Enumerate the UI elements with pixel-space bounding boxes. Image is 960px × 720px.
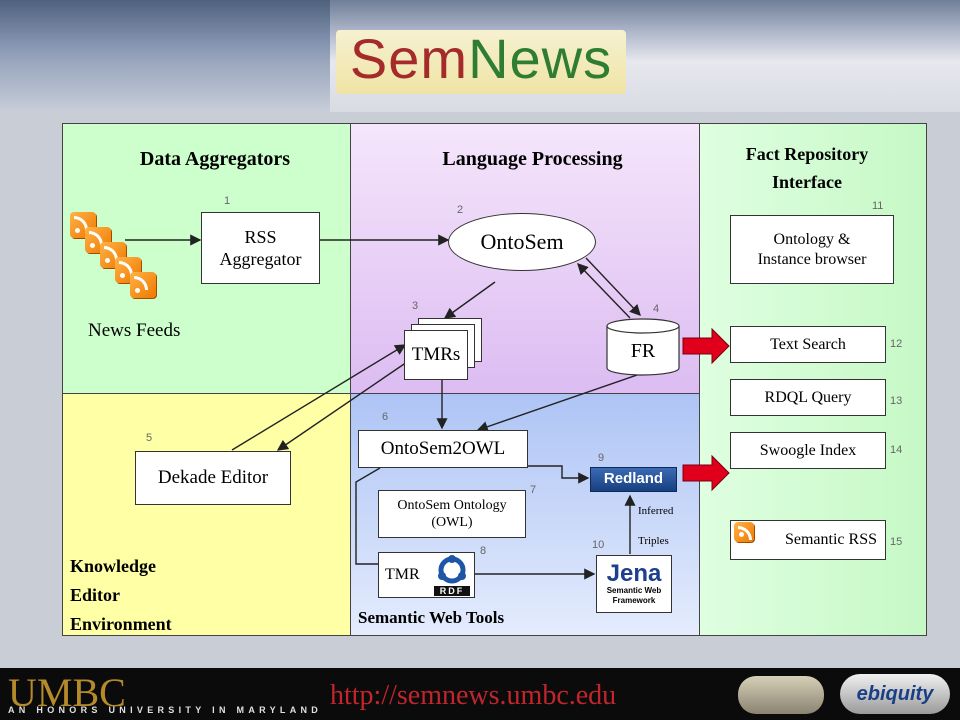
ontology-browser-line2: Instance browser [757,250,867,268]
umbc-tagline: AN HONORS UNIVERSITY IN MARYLAND [8,705,323,715]
heading-semantic-web-tools: Semantic Web Tools [358,608,505,627]
dekade-editor-box: Dekade Editor [135,451,291,505]
jena-title: Jena [606,560,662,587]
node-number-7: 7 [530,484,537,496]
node-number-4: 4 [653,303,660,315]
node-number-8: 8 [480,545,487,557]
inferred-triples-line2: Triples [638,535,669,547]
node-number-11: 11 [872,200,884,212]
logo-news: News [468,27,613,90]
partner-logo-left [738,676,824,714]
rss-feed-icon-5 [130,272,156,298]
heading-fact-repository: Fact Repository Interface [700,140,914,196]
logo-sem: Sem [349,27,469,90]
node-number-13: 13 [890,395,903,407]
ontology-instance-browser-box: Ontology & Instance browser [730,215,894,284]
jena-box: Jena Semantic Web Framework [596,555,672,613]
rdf-logo-icon: RDF [430,553,474,597]
tmrs-document: TMRs [404,330,468,380]
semnews-url: http://semnews.umbc.edu [330,680,617,711]
heading-data-aggregators: Data Aggregators [139,148,291,170]
rdf-badge-text: RDF [439,586,465,596]
news-feeds-label: News Feeds [88,320,181,341]
ontosem-to-fr-arrow [585,257,641,317]
node-number-2: 2 [457,204,464,216]
jena-line2: Framework [612,596,656,605]
redland-box: Redland [590,467,677,492]
ontosem2owl-box: OntoSem2OWL [358,430,528,468]
semantic-rss-icon [734,522,754,542]
redland-to-swoogle-arrow [682,454,730,492]
heading-fact-repository-line1: Fact Repository [745,144,869,164]
semnews-logo-background [336,30,626,94]
node-number-14: 14 [890,444,903,456]
rdql-query-box: RDQL Query [730,379,886,416]
fr-cylinder-shape [606,318,680,376]
node-number-1: 1 [224,195,231,207]
ebiquity-logo: ebiquity [840,674,950,714]
text-search-box: Text Search [730,326,886,363]
heading-knowledge-editor-line3: Environment [70,614,172,634]
semantic-rss-label: Semantic RSS [784,531,877,548]
heading-knowledge-editor: Knowledge Editor Environment [70,552,172,639]
rss-aggregator-line1: RSS [244,226,277,247]
heading-language-processing: Language Processing [442,148,623,170]
ontosem-ellipse: OntoSem [448,213,596,271]
dekade-to-tmrs-arrow [231,344,407,451]
heading-knowledge-editor-line1: Knowledge [70,556,157,576]
fr-to-text-search-arrow [682,327,730,365]
fr-to-ontosem2owl-arrow [476,373,641,433]
ontosem-ontology-line1: OntoSem Ontology [397,497,507,513]
tmrs-to-dekade-arrow [276,359,411,451]
fr-label: FR [630,340,656,362]
umbc-logo: UMBC [8,670,126,715]
jena-line1: Semantic Web [606,586,662,595]
ontosem-ontology-box: OntoSem Ontology (OWL) [378,490,526,538]
ontosem-ontology-line2: (OWL) [431,515,473,530]
fr-to-ontosem-arrow [577,262,631,319]
fr-database: FR [606,318,680,376]
swoogle-index-box: Swoogle Index [730,432,886,469]
heading-knowledge-editor-line2: Editor [70,585,121,605]
ontosem2owl-to-redland-arrow [528,465,590,484]
semantic-rss-box: Semantic RSS [730,520,886,560]
node-number-9: 9 [598,452,605,464]
tmr-rdf-label: TMR [385,566,420,583]
semnews-logo: SemNews [336,26,626,91]
node-number-6: 6 [382,411,389,423]
node-number-15: 15 [890,536,903,548]
campus-photo [0,0,330,112]
ontosem-to-tmrs-arrow [443,281,496,319]
rss-aggregator-line2: Aggregator [219,249,302,269]
heading-fact-repository-line2: Interface [772,172,842,192]
node-number-10: 10 [592,539,605,551]
rss-aggregator-box: RSS Aggregator [201,212,320,284]
node-number-12: 12 [890,338,903,350]
inferred-triples-line1: Inferred [638,505,674,517]
ontology-browser-line1: Ontology & [773,230,851,248]
node-number-5: 5 [146,432,153,444]
node-number-3: 3 [412,300,419,312]
ontosem2owl-to-tmr-line [355,467,381,565]
rdf-graph-icon [430,553,474,597]
